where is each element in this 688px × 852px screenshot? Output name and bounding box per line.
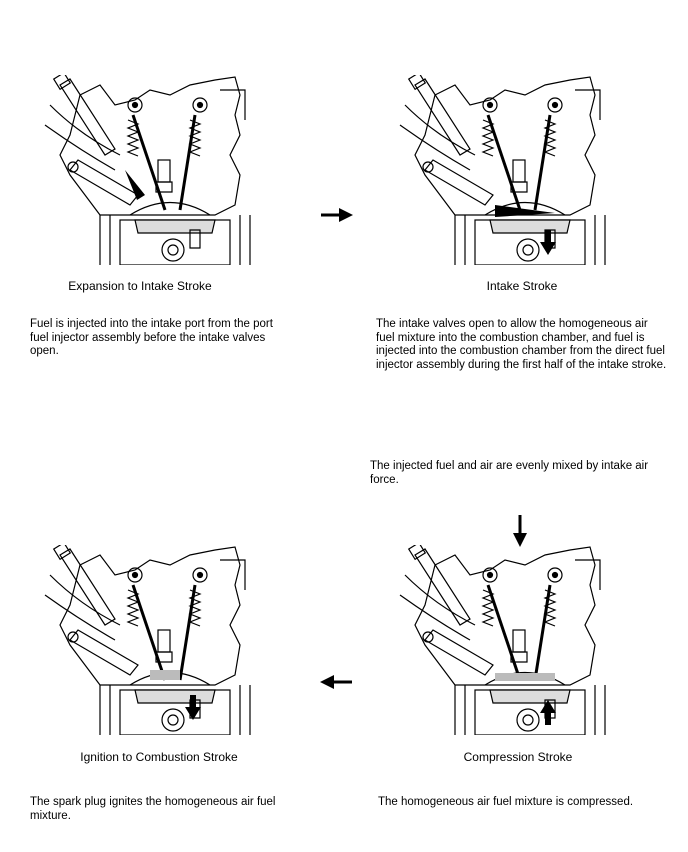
caption-compression-stroke: Compression Stroke xyxy=(463,750,573,764)
piston-down-icon xyxy=(185,707,201,720)
engine-illustration xyxy=(43,75,252,265)
piston-down-icon xyxy=(540,242,556,255)
arrow-down-icon xyxy=(513,515,527,547)
combustion-zone xyxy=(150,670,180,680)
caption-expansion-to-intake: Expansion to Intake Stroke xyxy=(68,279,212,293)
piston-up-icon xyxy=(540,700,556,713)
description-ignition-to-combustion: The spark plug ignites the homogeneous a… xyxy=(30,796,276,822)
caption-intake-stroke: Intake Stroke xyxy=(486,279,558,293)
engine-illustration xyxy=(398,75,607,265)
engine-illustration xyxy=(398,545,607,735)
transition-note: The injected fuel and air are evenly mix… xyxy=(370,460,649,486)
arrow-right-icon xyxy=(321,208,353,222)
compressed-mixture xyxy=(495,673,555,681)
engine-illustration xyxy=(43,545,252,735)
arrow-left-icon xyxy=(320,675,352,689)
diagram-expansion-to-intake xyxy=(40,75,280,265)
diagram-compression-stroke xyxy=(395,545,635,735)
description-intake-stroke: The intake valves open to allow the homo… xyxy=(376,318,667,371)
fuel-spray-marker xyxy=(495,205,555,217)
description-expansion-to-intake: Fuel is injected into the intake port fr… xyxy=(30,318,273,357)
fuel-spray-marker xyxy=(125,170,145,200)
diagram-ignition-to-combustion xyxy=(40,545,280,735)
description-compression-stroke: The homogeneous air fuel mixture is comp… xyxy=(378,796,634,808)
caption-ignition-to-combustion: Ignition to Combustion Stroke xyxy=(80,750,238,764)
diagram-intake-stroke xyxy=(395,75,635,265)
